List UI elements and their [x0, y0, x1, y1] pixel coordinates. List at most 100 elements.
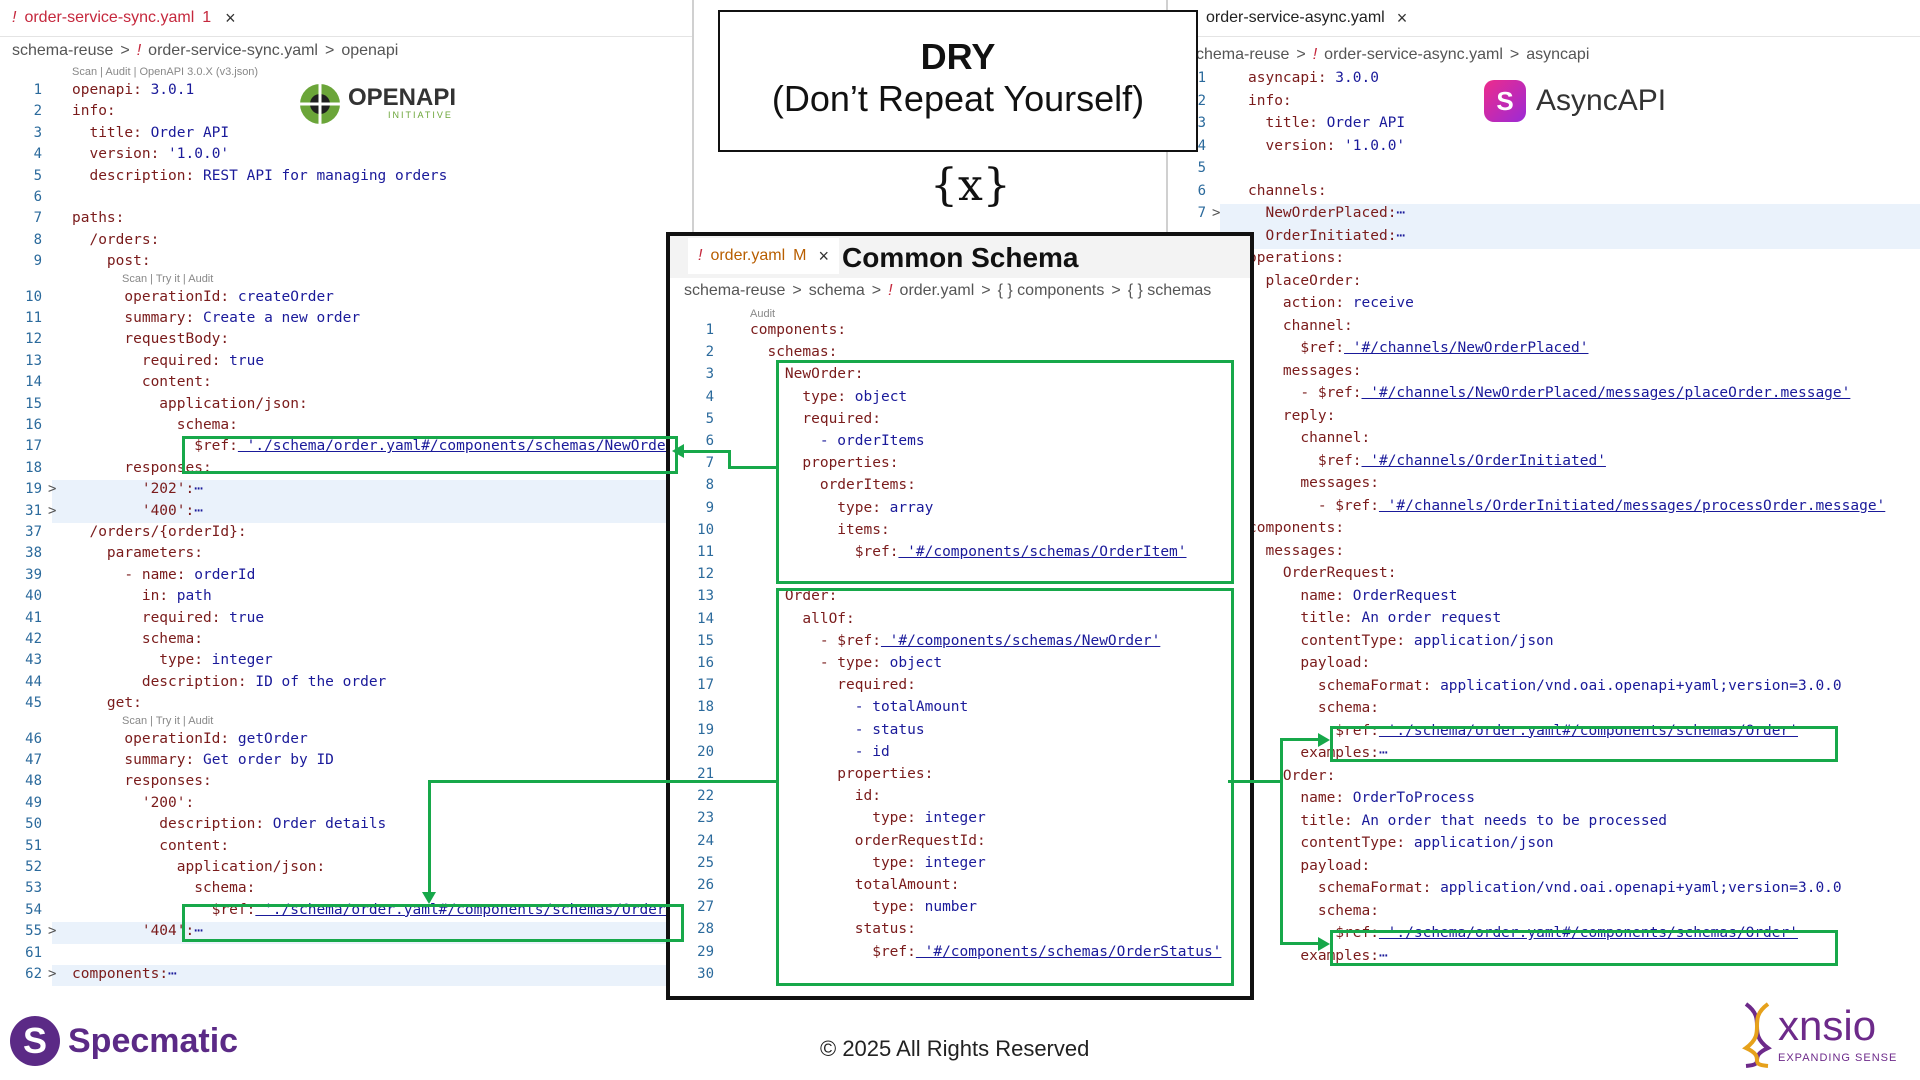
- code-line[interactable]: - name: orderId: [72, 566, 256, 583]
- code-line[interactable]: contentType: application/json: [1248, 632, 1554, 649]
- code-line[interactable]: examples:⋯: [1248, 745, 1388, 761]
- code-line[interactable]: $ref: './schema/order.yaml#/components/s…: [1248, 925, 1798, 941]
- code-line[interactable]: summary: Get order by ID: [72, 752, 334, 768]
- code-line[interactable]: application/json:: [72, 859, 326, 875]
- breadcrumb-item[interactable]: { } schemas: [1127, 282, 1212, 299]
- code-line[interactable]: - totalAmount: [750, 699, 969, 716]
- breadcrumb-item[interactable]: !: [136, 42, 142, 59]
- code-line[interactable]: orderItems:: [750, 477, 916, 494]
- code-line[interactable]: $ref: './schema/order.yaml#/components/s…: [72, 438, 684, 455]
- code-line[interactable]: application/json:: [72, 395, 308, 412]
- code-line[interactable]: components:: [750, 322, 847, 338]
- code-line[interactable]: info:: [72, 103, 116, 120]
- tab-order-service-sync[interactable]: ! order-service-sync.yaml 1 ×: [12, 0, 236, 36]
- code-line[interactable]: title: An order request: [1248, 610, 1502, 626]
- code-line[interactable]: operations:: [1248, 250, 1345, 266]
- code-line[interactable]: id:: [750, 788, 881, 805]
- code-line[interactable]: title: Order API: [1248, 115, 1406, 131]
- code-line[interactable]: schema:: [1248, 700, 1379, 716]
- close-icon[interactable]: ×: [225, 7, 236, 28]
- code-line[interactable]: schema:: [72, 417, 238, 433]
- code-line[interactable]: get:: [72, 695, 142, 712]
- code-line[interactable]: version: '1.0.0': [72, 146, 230, 163]
- code-line[interactable]: properties:: [750, 455, 899, 472]
- code-line[interactable]: channels:: [1248, 182, 1327, 199]
- breadcrumb-item[interactable]: openapi: [341, 42, 399, 59]
- code-line[interactable]: type: integer: [750, 854, 986, 871]
- code-line[interactable]: '200':: [72, 794, 195, 811]
- code-line[interactable]: '404':⋯: [72, 923, 203, 940]
- breadcrumb-item[interactable]: asyncapi: [1526, 46, 1590, 63]
- code-line[interactable]: requestBody:: [72, 331, 230, 348]
- code-line[interactable]: post:: [72, 253, 151, 270]
- code-line[interactable]: - $ref: '#/channels/OrderInitiated/messa…: [1248, 497, 1886, 514]
- code-line[interactable]: NewOrder:: [750, 366, 864, 383]
- code-line[interactable]: examples:⋯: [1248, 947, 1388, 964]
- chevron-right-icon[interactable]: >: [48, 966, 57, 982]
- code-lens-audit[interactable]: Audit: [750, 308, 776, 320]
- code-line[interactable]: channel:: [1248, 317, 1353, 334]
- code-line[interactable]: paths:: [72, 210, 125, 227]
- breadcrumb-item[interactable]: order-service-async.yaml: [1324, 46, 1503, 63]
- code-line[interactable]: payload:: [1248, 655, 1371, 671]
- code-line[interactable]: components:: [1248, 520, 1345, 536]
- code-line[interactable]: status:: [750, 921, 916, 938]
- code-line[interactable]: schema:: [1248, 902, 1379, 919]
- breadcrumb-item[interactable]: order.yaml: [899, 282, 975, 299]
- code-line[interactable]: '202':⋯: [72, 481, 203, 498]
- code-line[interactable]: required:: [750, 677, 916, 694]
- code-line[interactable]: properties:: [750, 766, 934, 782]
- code-line[interactable]: in: path: [72, 588, 212, 605]
- code-line[interactable]: /orders/{orderId}:: [72, 524, 247, 540]
- breadcrumb-item[interactable]: schema-reuse: [684, 282, 786, 299]
- code-line[interactable]: channel:: [1248, 430, 1371, 446]
- code-line[interactable]: /orders:: [72, 231, 160, 248]
- code-line[interactable]: - status: [750, 721, 925, 738]
- code-line[interactable]: items:: [750, 521, 890, 538]
- code-line[interactable]: Order:: [750, 588, 838, 605]
- code-line[interactable]: allOf:: [750, 610, 855, 627]
- code-line[interactable]: - orderItems: [750, 433, 925, 449]
- code-line[interactable]: operationId: getOrder: [72, 730, 308, 747]
- breadcrumb-item[interactable]: order-service-sync.yaml: [148, 42, 318, 59]
- chevron-right-icon[interactable]: >: [1212, 205, 1221, 221]
- close-icon[interactable]: ×: [818, 245, 829, 266]
- code-line[interactable]: schemas:: [750, 344, 838, 361]
- code-line[interactable]: - $ref: '#/components/schemas/NewOrder': [750, 632, 1161, 649]
- code-line[interactable]: required:: [750, 410, 881, 427]
- code-line[interactable]: description: REST API for managing order…: [72, 167, 448, 184]
- code-line[interactable]: $ref: '#/channels/OrderInitiated': [1248, 452, 1606, 469]
- code-line[interactable]: required: true: [72, 609, 265, 626]
- breadcrumb-item[interactable]: schema-reuse: [12, 42, 114, 59]
- code-line[interactable]: $ref: '#/components/schemas/OrderStatus': [750, 943, 1222, 960]
- code-line[interactable]: type: integer: [72, 652, 273, 669]
- code-line[interactable]: - $ref: '#/channels/NewOrderPlaced/messa…: [1248, 385, 1851, 401]
- code-line[interactable]: description: Order details: [72, 816, 387, 833]
- code-line[interactable]: action: receive: [1248, 295, 1414, 311]
- code-lens[interactable]: Scan | Try it | Audit: [122, 272, 214, 285]
- code-line[interactable]: parameters:: [72, 545, 203, 562]
- chevron-right-icon[interactable]: >: [48, 923, 57, 940]
- code-line[interactable]: schema:: [72, 880, 256, 897]
- code-line[interactable]: description: ID of the order: [72, 673, 387, 690]
- code-line[interactable]: OrderInitiated:⋯: [1248, 227, 1406, 244]
- code-line[interactable]: NewOrderPlaced:⋯: [1248, 205, 1406, 221]
- code-line[interactable]: messages:: [1248, 542, 1345, 559]
- code-line[interactable]: title: An order that needs to be process…: [1248, 812, 1668, 829]
- code-line[interactable]: openapi: 3.0.1: [72, 82, 195, 98]
- code-line[interactable]: Order:: [1248, 767, 1336, 784]
- chevron-right-icon[interactable]: >: [48, 502, 57, 519]
- code-line[interactable]: responses:: [72, 773, 212, 790]
- code-line[interactable]: name: OrderToProcess: [1248, 790, 1475, 806]
- close-icon[interactable]: ×: [1396, 7, 1408, 28]
- code-line[interactable]: type: number: [750, 899, 977, 916]
- code-line[interactable]: type: integer: [750, 810, 986, 827]
- breadcrumb-item[interactable]: !: [888, 282, 893, 299]
- code-line[interactable]: version: '1.0.0': [1248, 137, 1406, 154]
- code-lens[interactable]: Scan | Try it | Audit: [122, 714, 214, 727]
- code-line[interactable]: '400':⋯: [72, 502, 203, 519]
- tab-order-yaml[interactable]: ! order.yaml M ×: [688, 238, 839, 274]
- code-line[interactable]: OrderRequest:: [1248, 565, 1397, 581]
- code-line[interactable]: title: Order API: [72, 124, 230, 141]
- breadcrumb-item[interactable]: chema-reuse: [1196, 46, 1290, 63]
